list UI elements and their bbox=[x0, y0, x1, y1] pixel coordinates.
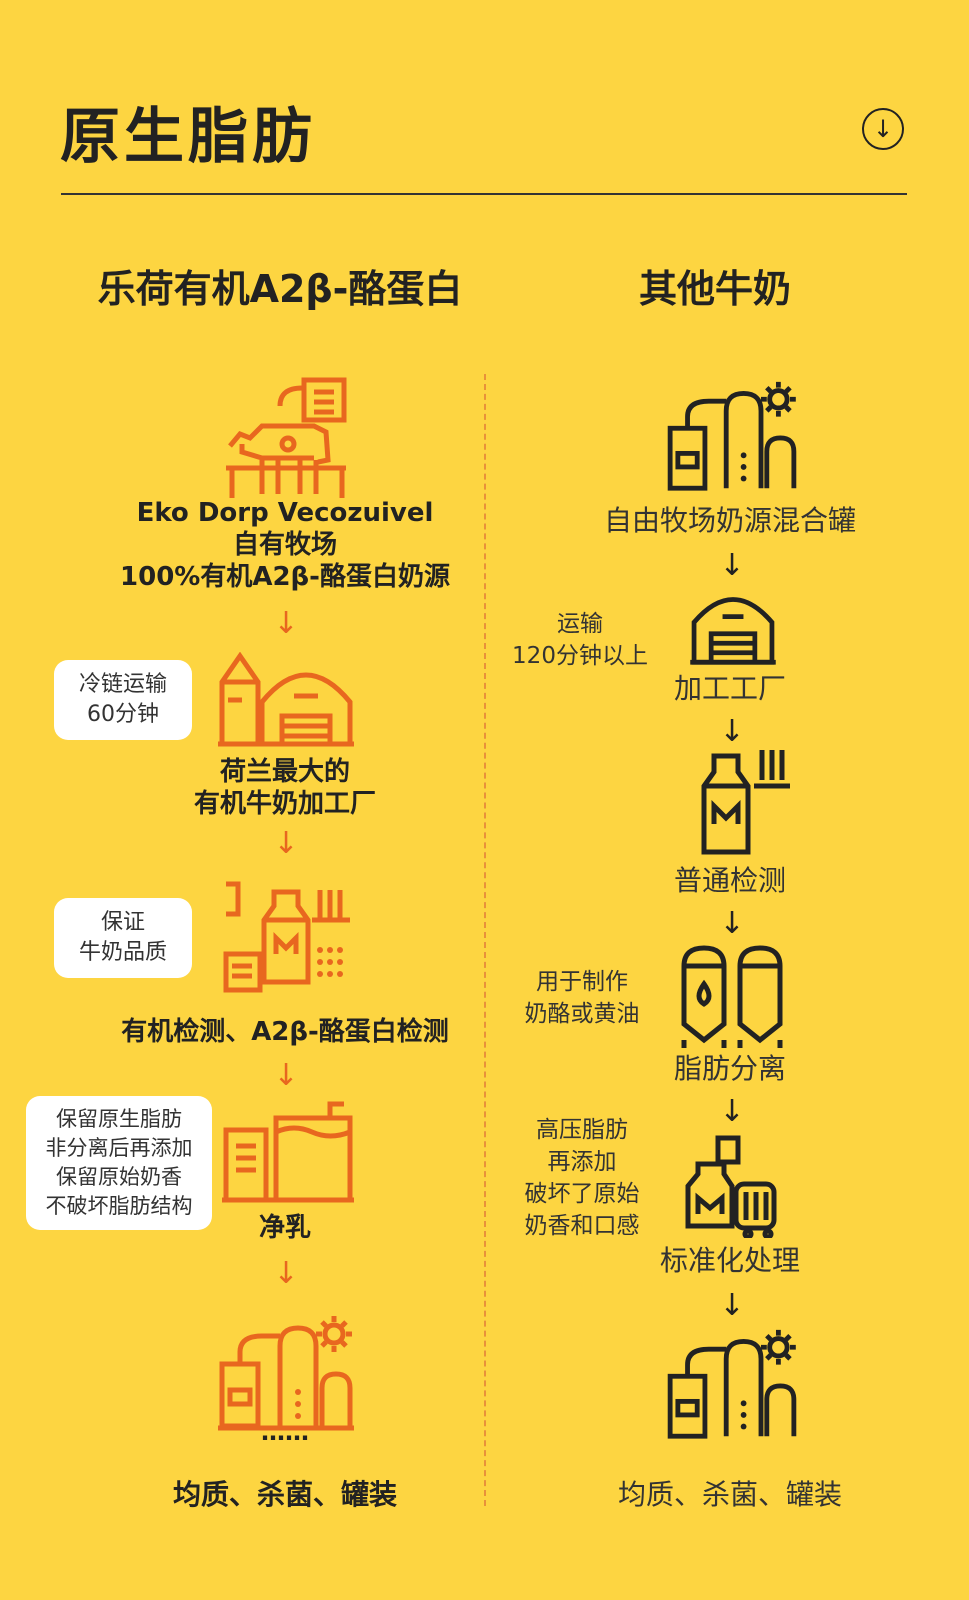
purify-label: 净乳 bbox=[258, 1213, 311, 1243]
quality-line2: 牛奶品质 bbox=[78, 940, 167, 965]
fat-separation-label: 脂肪分离 bbox=[673, 1052, 786, 1085]
fat-line2: 非分离后再添加 bbox=[45, 1136, 193, 1160]
cold-chain-note: 冷链运输 60分钟 bbox=[54, 660, 192, 740]
arrow-down-icon: ↓ bbox=[273, 606, 299, 641]
arrow-down-icon: ↓ bbox=[719, 906, 745, 941]
milk-carton-inspection-icon bbox=[701, 750, 790, 855]
fat-line1: 保留原生脂肪 bbox=[56, 1107, 182, 1131]
ellipsis-label: …… bbox=[261, 1418, 309, 1446]
page-title: 原生脂肪 bbox=[60, 102, 316, 172]
standardization-label: 标准化处理 bbox=[659, 1244, 800, 1277]
factory-label-line1: 荷兰最大的 bbox=[219, 757, 350, 787]
quality-line1: 保证 bbox=[100, 910, 145, 935]
milk-inspection-icon bbox=[223, 881, 350, 993]
arrow-down-icon: ↓ bbox=[273, 1256, 299, 1291]
transport-note-line1: 运输 bbox=[557, 611, 603, 637]
header-divider bbox=[61, 193, 907, 195]
mixing-tank-icon bbox=[667, 381, 797, 491]
factory-icon bbox=[218, 652, 354, 747]
transport-note-line2: 120分钟以上 bbox=[512, 643, 648, 669]
cold-chain-line2: 60分钟 bbox=[87, 702, 159, 727]
column-divider bbox=[484, 374, 486, 1506]
milk-purifier-icon bbox=[222, 1101, 354, 1203]
right-column-heading: 其他牛奶 bbox=[638, 267, 791, 311]
final-tanks-icon bbox=[667, 1329, 797, 1439]
mixing-tank-label: 自由牧场奶源混合罐 bbox=[603, 504, 856, 537]
pressure-note-line4: 奶香和口感 bbox=[524, 1213, 640, 1239]
processing-tanks-icon bbox=[218, 1316, 354, 1431]
cheese-note-line2: 奶酪或黄油 bbox=[524, 1001, 640, 1027]
arrow-down-icon: ↓ bbox=[719, 1288, 745, 1323]
farm-label-line1: Eko Dorp Vecozuivel bbox=[136, 498, 434, 528]
pressure-note-line2: 再添加 bbox=[547, 1149, 617, 1175]
left-final-label: 均质、杀菌、罐装 bbox=[172, 1478, 397, 1511]
arrow-down-circle-icon[interactable]: ↓ bbox=[862, 108, 904, 150]
cheese-note-line1: 用于制作 bbox=[536, 969, 628, 995]
basic-inspection-label: 普通检测 bbox=[673, 864, 786, 897]
processing-plant-label: 加工工厂 bbox=[673, 672, 786, 705]
pressure-note-line1: 高压脂肪 bbox=[536, 1117, 628, 1143]
farm-label-line2: 自有牧场 bbox=[232, 530, 337, 560]
factory-label-line2: 有机牛奶加工厂 bbox=[193, 789, 376, 819]
right-final-label: 均质、杀菌、罐装 bbox=[617, 1478, 842, 1511]
quality-note: 保证 牛奶品质 bbox=[54, 898, 192, 978]
arrow-down-icon: ↓ bbox=[719, 1094, 745, 1129]
arrow-down-icon: ↓ bbox=[273, 1058, 299, 1093]
fat-line4: 不破坏脂肪结构 bbox=[45, 1194, 193, 1218]
arrow-down-icon: ↓ bbox=[719, 714, 745, 749]
fat-note: 保留原生脂肪 非分离后再添加 保留原始奶香 不破坏脂肪结构 bbox=[26, 1096, 212, 1230]
left-column-heading: 乐荷有机A2β-酪蛋白 bbox=[97, 267, 463, 311]
farm-label-line3: 100%有机A2β-酪蛋白奶源 bbox=[120, 562, 450, 592]
fat-separator-icon bbox=[681, 945, 783, 1048]
fat-line3: 保留原始奶香 bbox=[56, 1165, 182, 1189]
pressure-note-line3: 破坏了原始 bbox=[524, 1181, 640, 1207]
processing-plant-icon bbox=[690, 597, 776, 665]
cow-farm-icon bbox=[226, 377, 347, 498]
cold-chain-line1: 冷链运输 bbox=[78, 672, 167, 697]
arrow-down-icon: ↓ bbox=[273, 826, 299, 861]
standardization-machine-icon bbox=[685, 1135, 777, 1238]
arrow-down-icon: ↓ bbox=[719, 548, 745, 583]
inspection-label: 有机检测、A2β-酪蛋白检测 bbox=[121, 1017, 449, 1047]
